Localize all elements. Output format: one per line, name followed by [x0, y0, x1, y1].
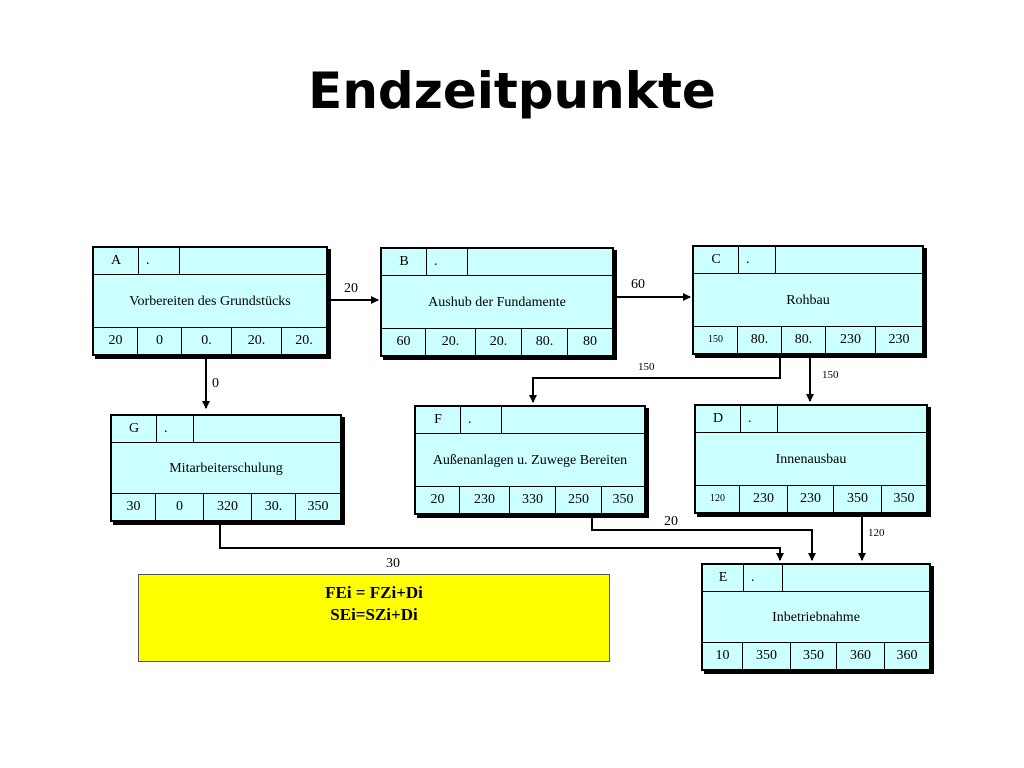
node-b-value-2: 20.: [426, 329, 476, 355]
edge-label-a-b: 20: [344, 281, 358, 296]
node-d-name: Innenausbau: [696, 433, 926, 485]
node-f: F. Außenanlagen u. Zuwege Bereiten 20 23…: [414, 405, 646, 515]
node-a-value-5: 20.: [295, 333, 313, 348]
node-g-value-4: 30.: [252, 494, 296, 520]
node-a: A. Vorbereiten des Grundstücks 20 0 0. 2…: [92, 246, 328, 356]
edge-label-b-c: 60: [631, 277, 645, 292]
node-f-dot: .: [460, 407, 502, 433]
node-d-dot: .: [740, 406, 778, 432]
node-f-value-5: 350: [612, 492, 634, 507]
node-b-value-4: 80.: [522, 329, 568, 355]
node-g: G. Mitarbeiterschulung 30 0 320 30. 350: [110, 414, 342, 522]
node-c-name: Rohbau: [694, 274, 922, 326]
node-d-value-2: 230: [740, 486, 788, 512]
node-f-duration: 20: [416, 487, 460, 513]
node-d-duration: 120: [696, 486, 740, 512]
edge-label-a-g: 0: [212, 376, 219, 391]
edge-label-c-f: 150: [638, 361, 655, 373]
edge-c-f: [529, 357, 781, 403]
node-b-value-3: 20.: [476, 329, 522, 355]
node-f-value-2: 230: [460, 487, 510, 513]
node-b-duration: 60: [382, 329, 426, 355]
edge-f-e: [591, 515, 816, 561]
edge-g-e: [219, 524, 784, 561]
node-c-value-3: 80.: [782, 327, 826, 353]
node-g-value-2: 0: [156, 494, 204, 520]
edge-label-g-e: 30: [386, 556, 400, 571]
formula-box: FEi = FZi+Di SEi=SZi+Di: [138, 574, 610, 662]
node-d-value-4: 350: [834, 486, 882, 512]
node-g-id: G: [112, 416, 157, 442]
node-g-value-3: 320: [204, 494, 252, 520]
edge-label-f-e: 20: [664, 514, 678, 529]
node-b-value-5: 80: [583, 334, 597, 349]
edge-label-d-e: 120: [868, 527, 885, 539]
node-f-name: Außenanlagen u. Zuwege Bereiten: [416, 434, 644, 486]
node-e-value-5: 360: [896, 648, 918, 663]
node-c-value-5: 230: [888, 332, 910, 347]
page-title: Endzeitpunkte: [308, 62, 716, 120]
node-e-dot: .: [743, 565, 783, 591]
node-e-id: E: [703, 565, 744, 591]
formula-line-2: SEi=SZi+Di: [330, 605, 418, 624]
node-d: D. Innenausbau 120 230 230 350 350: [694, 404, 928, 514]
node-f-value-3: 330: [510, 487, 556, 513]
node-d-value-5: 350: [893, 491, 915, 506]
node-g-dot: .: [156, 416, 194, 442]
node-b-name: Aushub der Fundamente: [382, 276, 612, 328]
node-a-id: A: [94, 248, 139, 274]
node-f-id: F: [416, 407, 461, 433]
formula-line-1: FEi = FZi+Di: [325, 583, 423, 602]
node-g-duration: 30: [112, 494, 156, 520]
node-a-duration: 20: [94, 328, 138, 354]
node-a-value-4: 20.: [232, 328, 282, 354]
node-b-id: B: [382, 249, 427, 275]
node-c-duration: 150: [694, 327, 738, 353]
node-a-dot: .: [138, 248, 180, 274]
node-a-name: Vorbereiten des Grundstücks: [94, 275, 326, 327]
node-d-value-3: 230: [788, 486, 834, 512]
node-b-dot: .: [426, 249, 468, 275]
node-e-name: Inbetriebnahme: [703, 592, 929, 642]
node-g-value-5: 350: [307, 499, 329, 514]
edge-label-c-d: 150: [822, 369, 839, 381]
node-e-value-4: 360: [837, 643, 885, 669]
node-c-dot: .: [738, 247, 776, 273]
node-c-id: C: [694, 247, 739, 273]
node-c-value-2: 80.: [738, 327, 782, 353]
node-e: E. Inbetriebnahme 10 350 350 360 360: [701, 563, 931, 671]
node-e-duration: 10: [703, 643, 743, 669]
node-c: C. Rohbau 150 80. 80. 230 230: [692, 245, 924, 355]
node-d-id: D: [696, 406, 741, 432]
node-c-value-4: 230: [826, 327, 876, 353]
node-e-value-3: 350: [791, 643, 837, 669]
node-g-name: Mitarbeiterschulung: [112, 443, 340, 493]
node-a-value-3: 0.: [182, 328, 232, 354]
node-a-value-2: 0: [138, 328, 182, 354]
node-b: B. Aushub der Fundamente 60 20. 20. 80. …: [380, 247, 614, 357]
node-e-value-2: 350: [743, 643, 791, 669]
node-f-value-4: 250: [556, 487, 602, 513]
